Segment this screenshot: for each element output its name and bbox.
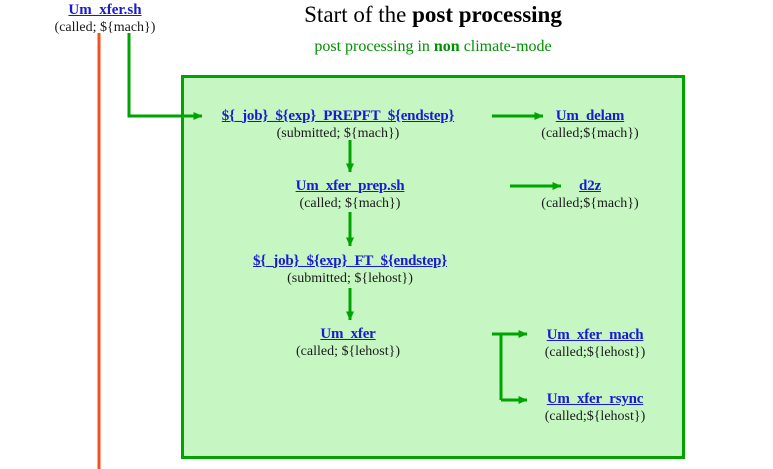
node-um-xfer-sh[interactable]: Um_xfer.sh (called; ${mach}) xyxy=(55,2,156,35)
node-um-xfer-status: (called; ${lehost}) xyxy=(295,344,401,359)
node-um-xfer-rsync-status: (called;${lehost}) xyxy=(544,409,646,424)
node-um-xfer-mach-label[interactable]: Um_xfer_mach xyxy=(546,327,644,343)
diagram-subtitle: post processing in non climate-mode xyxy=(233,38,633,56)
node-um-xfer-mach-status: (called;${lehost}) xyxy=(544,345,646,360)
node-um-xfer-rsync[interactable]: Um_xfer_rsync (called;${lehost}) xyxy=(545,391,646,424)
post-processing-panel xyxy=(181,75,685,459)
node-um-delam[interactable]: Um_delam (called;${mach}) xyxy=(541,108,638,141)
node-ft-status: (submitted; ${lehost}) xyxy=(287,271,413,286)
node-ft-label[interactable]: ${_job}_${exp}_FT_${endstep} xyxy=(252,253,448,269)
node-d2z-status: (called;${mach}) xyxy=(541,196,639,211)
node-um-xfer-label[interactable]: Um_xfer xyxy=(320,326,376,342)
subtitle-prefix: post processing in xyxy=(314,38,434,55)
node-um-xfer[interactable]: Um_xfer (called; ${lehost}) xyxy=(296,326,400,359)
node-um-delam-label[interactable]: Um_delam xyxy=(555,108,625,124)
node-d2z[interactable]: d2z (called;${mach}) xyxy=(541,178,638,211)
node-ft[interactable]: ${_job}_${exp}_FT_${endstep} (submitted;… xyxy=(253,253,447,286)
node-um-xfer-prep-sh-status: (called; ${mach}) xyxy=(299,196,401,211)
node-prepft[interactable]: ${_job}_${exp}_PREPFT_${endstep} (submit… xyxy=(221,108,455,141)
node-prepft-status: (submitted; ${mach}) xyxy=(276,126,400,141)
node-prepft-label[interactable]: ${_job}_${exp}_PREPFT_${endstep} xyxy=(221,108,455,124)
node-um-xfer-sh-status: (called; ${mach}) xyxy=(54,20,156,35)
node-d2z-label[interactable]: d2z xyxy=(579,178,601,194)
node-um-xfer-mach[interactable]: Um_xfer_mach (called;${lehost}) xyxy=(545,327,646,360)
diagram-title: Start of the post processing xyxy=(233,2,633,27)
title-emphasis: post processing xyxy=(412,2,562,27)
node-um-xfer-prep-sh-label[interactable]: Um_xfer_prep.sh xyxy=(295,178,405,194)
node-um-xfer-prep-sh[interactable]: Um_xfer_prep.sh (called; ${mach}) xyxy=(296,178,405,211)
title-prefix: Start of the xyxy=(304,2,413,27)
node-um-delam-status: (called;${mach}) xyxy=(541,126,639,141)
node-um-xfer-sh-label[interactable]: Um_xfer.sh xyxy=(68,2,142,18)
subtitle-suffix: climate-mode xyxy=(459,38,552,55)
subtitle-emphasis: non xyxy=(433,38,460,55)
node-um-xfer-rsync-label[interactable]: Um_xfer_rsync xyxy=(546,391,644,407)
